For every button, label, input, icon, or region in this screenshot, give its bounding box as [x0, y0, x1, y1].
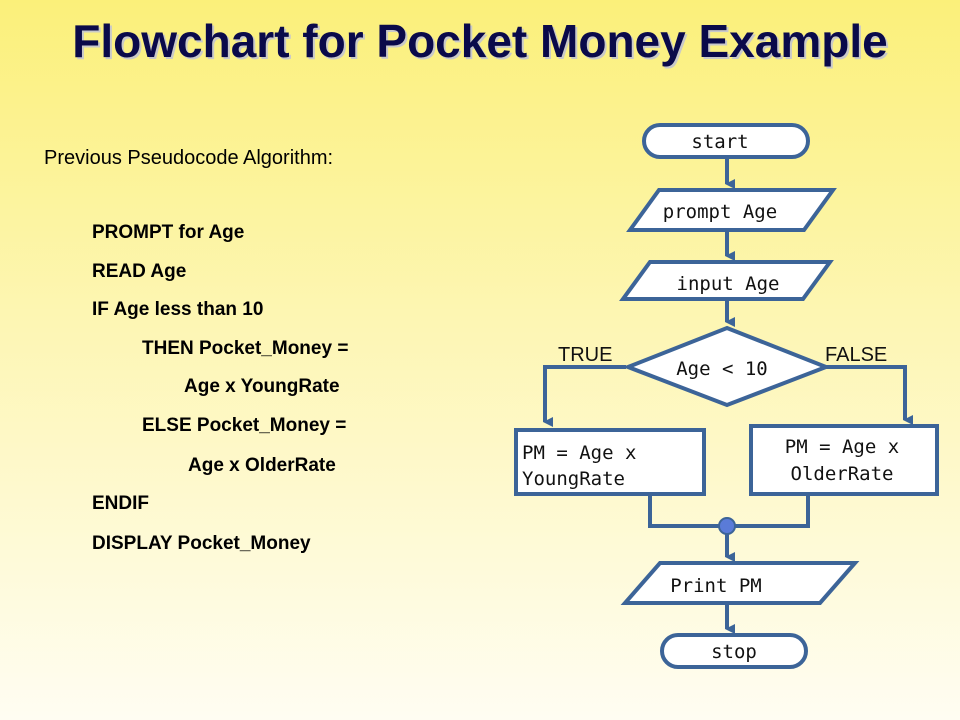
false-box-label-line: PM = Age x	[785, 436, 899, 458]
print-label: Print PM	[670, 575, 762, 597]
pseudocode-intro: Previous Pseudocode Algorithm:	[44, 147, 334, 169]
false-box-label-line: OlderRate	[791, 463, 894, 485]
pseudocode-line: IF Age less than 10	[92, 299, 264, 320]
merge-line-right	[727, 494, 810, 528]
pseudocode-line: PROMPT for Age	[92, 222, 245, 243]
start-label: start	[691, 131, 748, 153]
false-branch-label: FALSE	[825, 344, 887, 366]
true-branch-label: TRUE	[558, 344, 612, 366]
true-branch-arrow	[543, 365, 626, 427]
true-process-box	[514, 428, 706, 496]
pseudocode-line: READ Age	[92, 261, 187, 282]
merge-line-left	[648, 494, 727, 528]
false-branch-arrow	[824, 365, 913, 425]
input-label: input Age	[677, 273, 780, 295]
stop-terminal	[660, 633, 808, 669]
prompt-label: prompt Age	[663, 201, 777, 223]
print-io-shape	[620, 561, 860, 605]
pseudocode-line: THEN Pocket_Money =	[142, 338, 349, 359]
true-box-label-line: YoungRate	[522, 468, 625, 490]
decision-diamond	[622, 325, 832, 408]
pseudocode-line: DISPLAY Pocket_Money	[92, 533, 311, 554]
pseudocode-line: Age x OlderRate	[188, 455, 336, 476]
start-terminal	[642, 123, 810, 159]
merge-connector-dot	[718, 517, 736, 535]
prompt-io-shape	[626, 188, 837, 232]
pseudocode-line: ENDIF	[92, 493, 149, 514]
true-box-label-line: PM = Age x	[522, 442, 636, 464]
pseudocode-line: ELSE Pocket_Money =	[142, 415, 347, 436]
slide-title: Flowchart for Pocket Money Example	[72, 15, 888, 67]
input-io-shape	[619, 260, 834, 301]
pseudocode-line: Age x YoungRate	[184, 376, 340, 397]
stop-label: stop	[711, 641, 757, 663]
decision-label: Age < 10	[676, 358, 768, 380]
false-process-box	[749, 424, 939, 496]
